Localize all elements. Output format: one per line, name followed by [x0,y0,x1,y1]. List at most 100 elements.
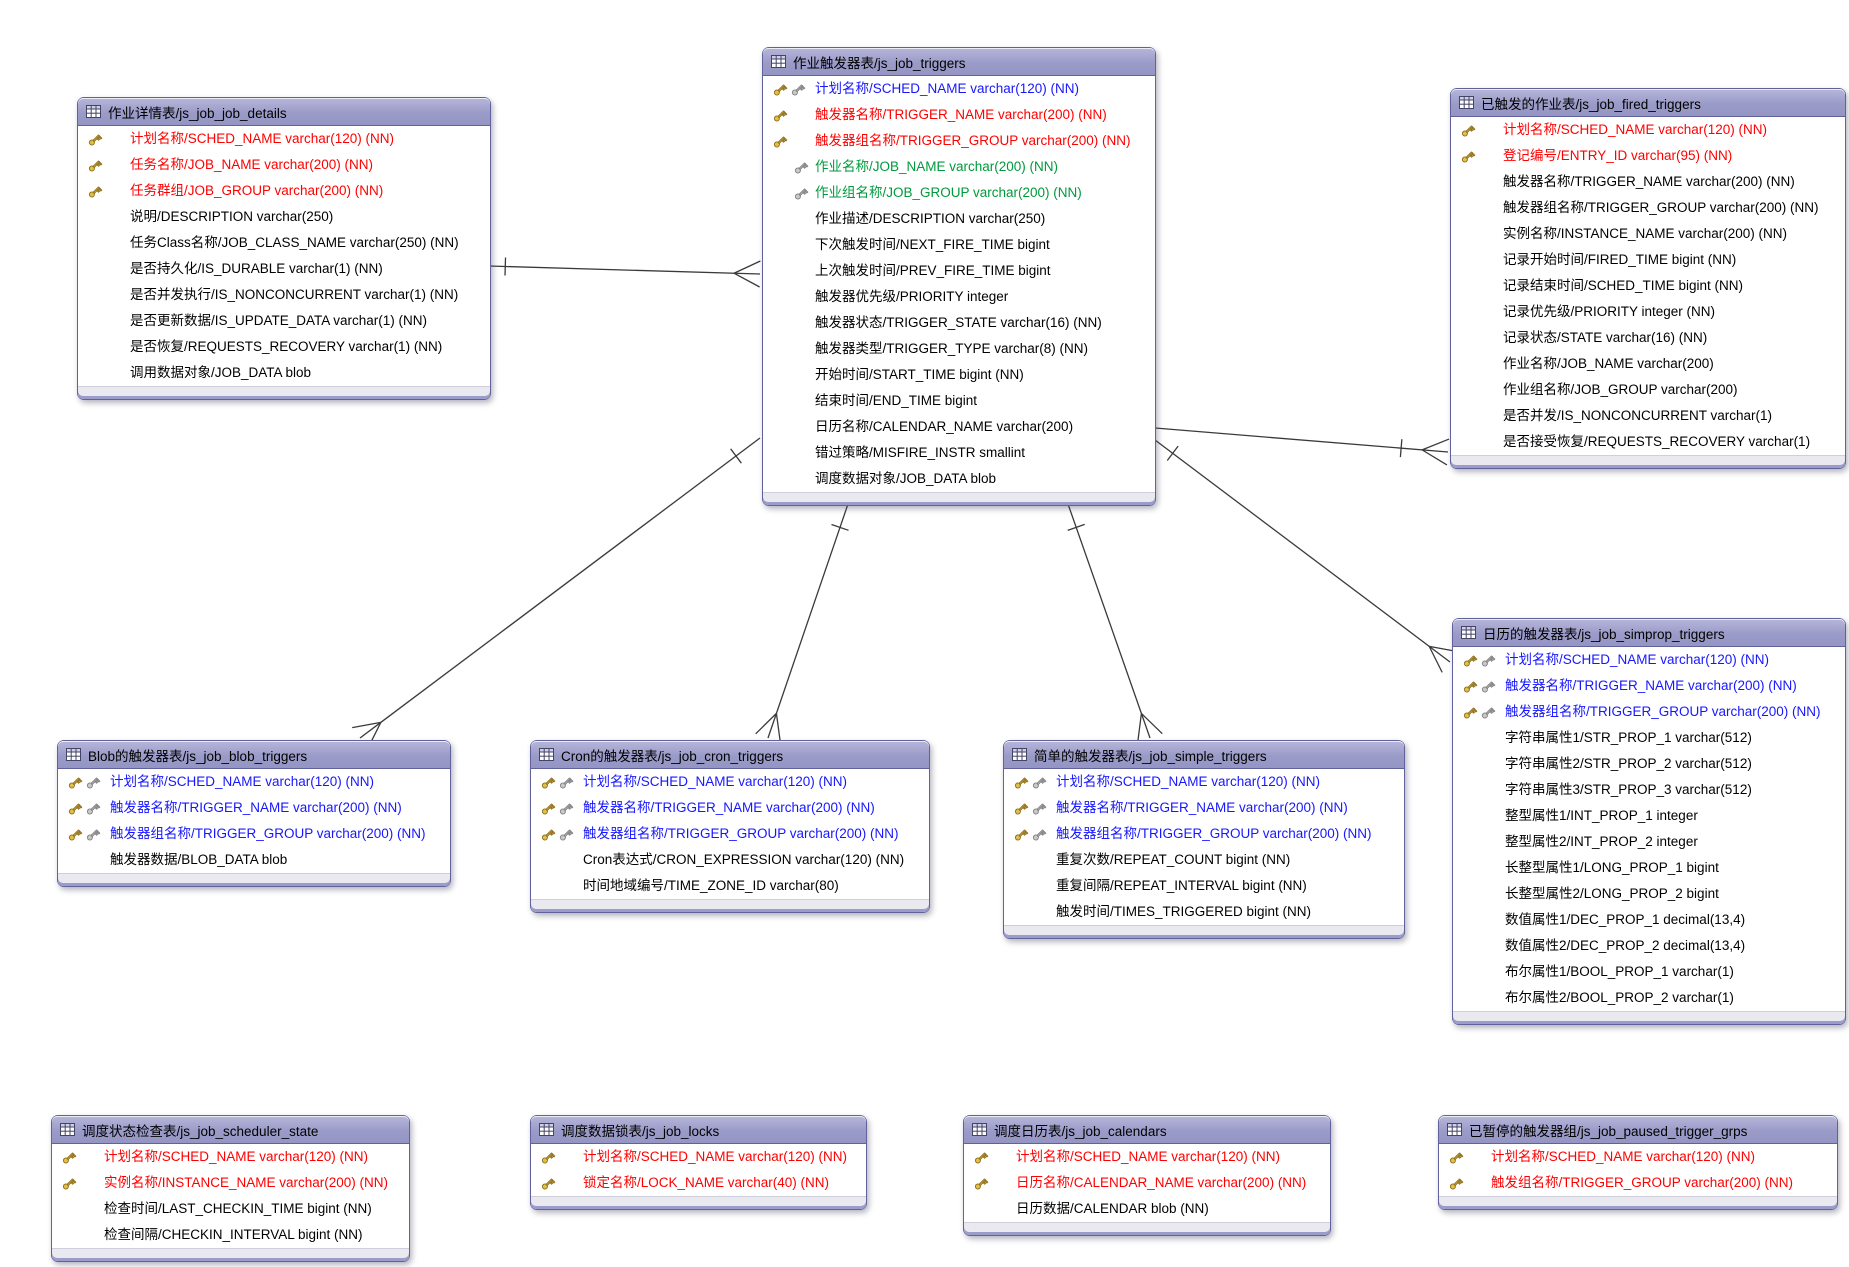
field-row[interactable]: 是否并发/IS_NONCONCURRENT varchar(1) [1451,403,1845,429]
table-header-js_job_locks[interactable]: 调度数据锁表/js_job_locks [531,1116,866,1144]
table-header-js_job_simprop_triggers[interactable]: 日历的触发器表/js_job_simprop_triggers [1453,619,1845,647]
field-row[interactable]: 实例名称/INSTANCE_NAME varchar(200) (NN) [52,1170,409,1196]
field-row[interactable]: 触发器名称/TRIGGER_NAME varchar(200) (NN) [763,102,1155,128]
field-row[interactable]: 实例名称/INSTANCE_NAME varchar(200) (NN) [1451,221,1845,247]
field-row[interactable]: 触发组名称/TRIGGER_GROUP varchar(200) (NN) [1439,1170,1837,1196]
field-row[interactable]: 布尔属性2/BOOL_PROP_2 varchar(1) [1453,985,1845,1011]
table-header-js_job_job_details[interactable]: 作业详情表/js_job_job_details [78,98,490,126]
table-header-js_job_simple_triggers[interactable]: 简单的触发器表/js_job_simple_triggers [1004,741,1404,769]
field-row[interactable]: 是否持久化/IS_DURABLE varchar(1) (NN) [78,256,490,282]
table-header-js_job_cron_triggers[interactable]: Cron的触发器表/js_job_cron_triggers [531,741,929,769]
field-row[interactable]: 调度数据对象/JOB_DATA blob [763,466,1155,492]
field-row[interactable]: 作业组名称/JOB_GROUP varchar(200) [1451,377,1845,403]
field-row[interactable]: 计划名称/SCHED_NAME varchar(120) (NN) [763,76,1155,102]
field-row[interactable]: 计划名称/SCHED_NAME varchar(120) (NN) [531,769,929,795]
table-header-js_job_triggers[interactable]: 作业触发器表/js_job_triggers [763,48,1155,76]
field-row[interactable]: 字符串属性2/STR_PROP_2 varchar(512) [1453,751,1845,777]
field-row[interactable]: 整型属性2/INT_PROP_2 integer [1453,829,1845,855]
field-row[interactable]: 触发器组名称/TRIGGER_GROUP varchar(200) (NN) [58,821,450,847]
field-row[interactable]: 任务Class名称/JOB_CLASS_NAME varchar(250) (N… [78,230,490,256]
table-header-js_job_blob_triggers[interactable]: Blob的触发器表/js_job_blob_triggers [58,741,450,769]
field-row[interactable]: 检查间隔/CHECKIN_INTERVAL bigint (NN) [52,1222,409,1248]
field-row[interactable]: 是否恢复/REQUESTS_RECOVERY varchar(1) (NN) [78,334,490,360]
field-row[interactable]: 触发时间/TIMES_TRIGGERED bigint (NN) [1004,899,1404,925]
field-row[interactable]: 是否并发执行/IS_NONCONCURRENT varchar(1) (NN) [78,282,490,308]
field-row[interactable]: 触发器组名称/TRIGGER_GROUP varchar(200) (NN) [763,128,1155,154]
table-header-js_job_fired_triggers[interactable]: 已触发的作业表/js_job_fired_triggers [1451,89,1845,117]
field-row[interactable]: 是否接受恢复/REQUESTS_RECOVERY varchar(1) [1451,429,1845,455]
field-row[interactable]: 记录优先级/PRIORITY integer (NN) [1451,299,1845,325]
field-row[interactable]: 作业名称/JOB_NAME varchar(200) [1451,351,1845,377]
field-row[interactable]: 触发器类型/TRIGGER_TYPE varchar(8) (NN) [763,336,1155,362]
field-row[interactable]: 任务群组/JOB_GROUP varchar(200) (NN) [78,178,490,204]
field-row[interactable]: 日历名称/CALENDAR_NAME varchar(200) [763,414,1155,440]
field-row[interactable]: 调用数据对象/JOB_DATA blob [78,360,490,386]
field-row[interactable]: 字符串属性3/STR_PROP_3 varchar(512) [1453,777,1845,803]
field-row[interactable]: 计划名称/SCHED_NAME varchar(120) (NN) [58,769,450,795]
field-row[interactable]: 计划名称/SCHED_NAME varchar(120) (NN) [1451,117,1845,143]
field-row[interactable]: 计划名称/SCHED_NAME varchar(120) (NN) [1453,647,1845,673]
field-row[interactable]: 计划名称/SCHED_NAME varchar(120) (NN) [52,1144,409,1170]
field-row[interactable]: 触发器优先级/PRIORITY integer [763,284,1155,310]
field-row[interactable]: 日历名称/CALENDAR_NAME varchar(200) (NN) [964,1170,1330,1196]
field-row[interactable]: 任务名称/JOB_NAME varchar(200) (NN) [78,152,490,178]
field-row[interactable]: 长整型属性2/LONG_PROP_2 bigint [1453,881,1845,907]
field-row[interactable]: 记录结束时间/SCHED_TIME bigint (NN) [1451,273,1845,299]
field-row[interactable]: 触发器组名称/TRIGGER_GROUP varchar(200) (NN) [1451,195,1845,221]
field-row[interactable]: 重复次数/REPEAT_COUNT bigint (NN) [1004,847,1404,873]
field-row[interactable]: 触发器状态/TRIGGER_STATE varchar(16) (NN) [763,310,1155,336]
field-row[interactable]: 计划名称/SCHED_NAME varchar(120) (NN) [531,1144,866,1170]
field-row[interactable]: 触发器名称/TRIGGER_NAME varchar(200) (NN) [1453,673,1845,699]
field-row[interactable]: 下次触发时间/NEXT_FIRE_TIME bigint [763,232,1155,258]
field-row[interactable]: 错过策略/MISFIRE_INSTR smallint [763,440,1155,466]
field-row[interactable]: 触发器组名称/TRIGGER_GROUP varchar(200) (NN) [531,821,929,847]
field-row[interactable]: 触发器名称/TRIGGER_NAME varchar(200) (NN) [1451,169,1845,195]
field-row[interactable]: 作业描述/DESCRIPTION varchar(250) [763,206,1155,232]
field-row[interactable]: 记录开始时间/FIRED_TIME bigint (NN) [1451,247,1845,273]
field-row[interactable]: 计划名称/SCHED_NAME varchar(120) (NN) [1004,769,1404,795]
field-row[interactable]: 长整型属性1/LONG_PROP_1 bigint [1453,855,1845,881]
field-row[interactable]: 重复间隔/REPEAT_INTERVAL bigint (NN) [1004,873,1404,899]
field-row[interactable]: 触发器名称/TRIGGER_NAME varchar(200) (NN) [531,795,929,821]
field-row[interactable]: 数值属性1/DEC_PROP_1 decimal(13,4) [1453,907,1845,933]
field-row[interactable]: 计划名称/SCHED_NAME varchar(120) (NN) [1439,1144,1837,1170]
field-row[interactable]: 时间地域编号/TIME_ZONE_ID varchar(80) [531,873,929,899]
field-row[interactable]: 布尔属性1/BOOL_PROP_1 varchar(1) [1453,959,1845,985]
field-row[interactable]: 作业组名称/JOB_GROUP varchar(200) (NN) [763,180,1155,206]
field-row[interactable]: 是否更新数据/IS_UPDATE_DATA varchar(1) (NN) [78,308,490,334]
table-header-js_job_calendars[interactable]: 调度日历表/js_job_calendars [964,1116,1330,1144]
field-row[interactable]: 计划名称/SCHED_NAME varchar(120) (NN) [78,126,490,152]
field-row[interactable]: 登记编号/ENTRY_ID varchar(95) (NN) [1451,143,1845,169]
field-row[interactable]: 日历数据/CALENDAR blob (NN) [964,1196,1330,1222]
field-row[interactable]: 触发器名称/TRIGGER_NAME varchar(200) (NN) [1004,795,1404,821]
field-row[interactable]: Cron表达式/CRON_EXPRESSION varchar(120) (NN… [531,847,929,873]
field-row[interactable]: 上次触发时间/PREV_FIRE_TIME bigint [763,258,1155,284]
field-row[interactable]: 整型属性1/INT_PROP_1 integer [1453,803,1845,829]
field-row[interactable]: 说明/DESCRIPTION varchar(250) [78,204,490,230]
field-row[interactable]: 触发器组名称/TRIGGER_GROUP varchar(200) (NN) [1004,821,1404,847]
field-row[interactable]: 触发器名称/TRIGGER_NAME varchar(200) (NN) [58,795,450,821]
field-row[interactable]: 触发器组名称/TRIGGER_GROUP varchar(200) (NN) [1453,699,1845,725]
field-row[interactable]: 开始时间/START_TIME bigint (NN) [763,362,1155,388]
field-row[interactable]: 记录状态/STATE varchar(16) (NN) [1451,325,1845,351]
field-row[interactable]: 计划名称/SCHED_NAME varchar(120) (NN) [964,1144,1330,1170]
table-header-js_job_paused_trigger_grps[interactable]: 已暂停的触发器组/js_job_paused_trigger_grps [1439,1116,1837,1144]
field-row[interactable]: 触发器数据/BLOB_DATA blob [58,847,450,873]
field-row[interactable]: 结束时间/END_TIME bigint [763,388,1155,414]
field-row[interactable]: 检查时间/LAST_CHECKIN_TIME bigint (NN) [52,1196,409,1222]
field-row[interactable]: 字符串属性1/STR_PROP_1 varchar(512) [1453,725,1845,751]
field-row[interactable]: 锁定名称/LOCK_NAME varchar(40) (NN) [531,1170,866,1196]
field-row[interactable]: 数值属性2/DEC_PROP_2 decimal(13,4) [1453,933,1845,959]
table-header-js_job_scheduler_state[interactable]: 调度状态检查表/js_job_scheduler_state [52,1116,409,1144]
